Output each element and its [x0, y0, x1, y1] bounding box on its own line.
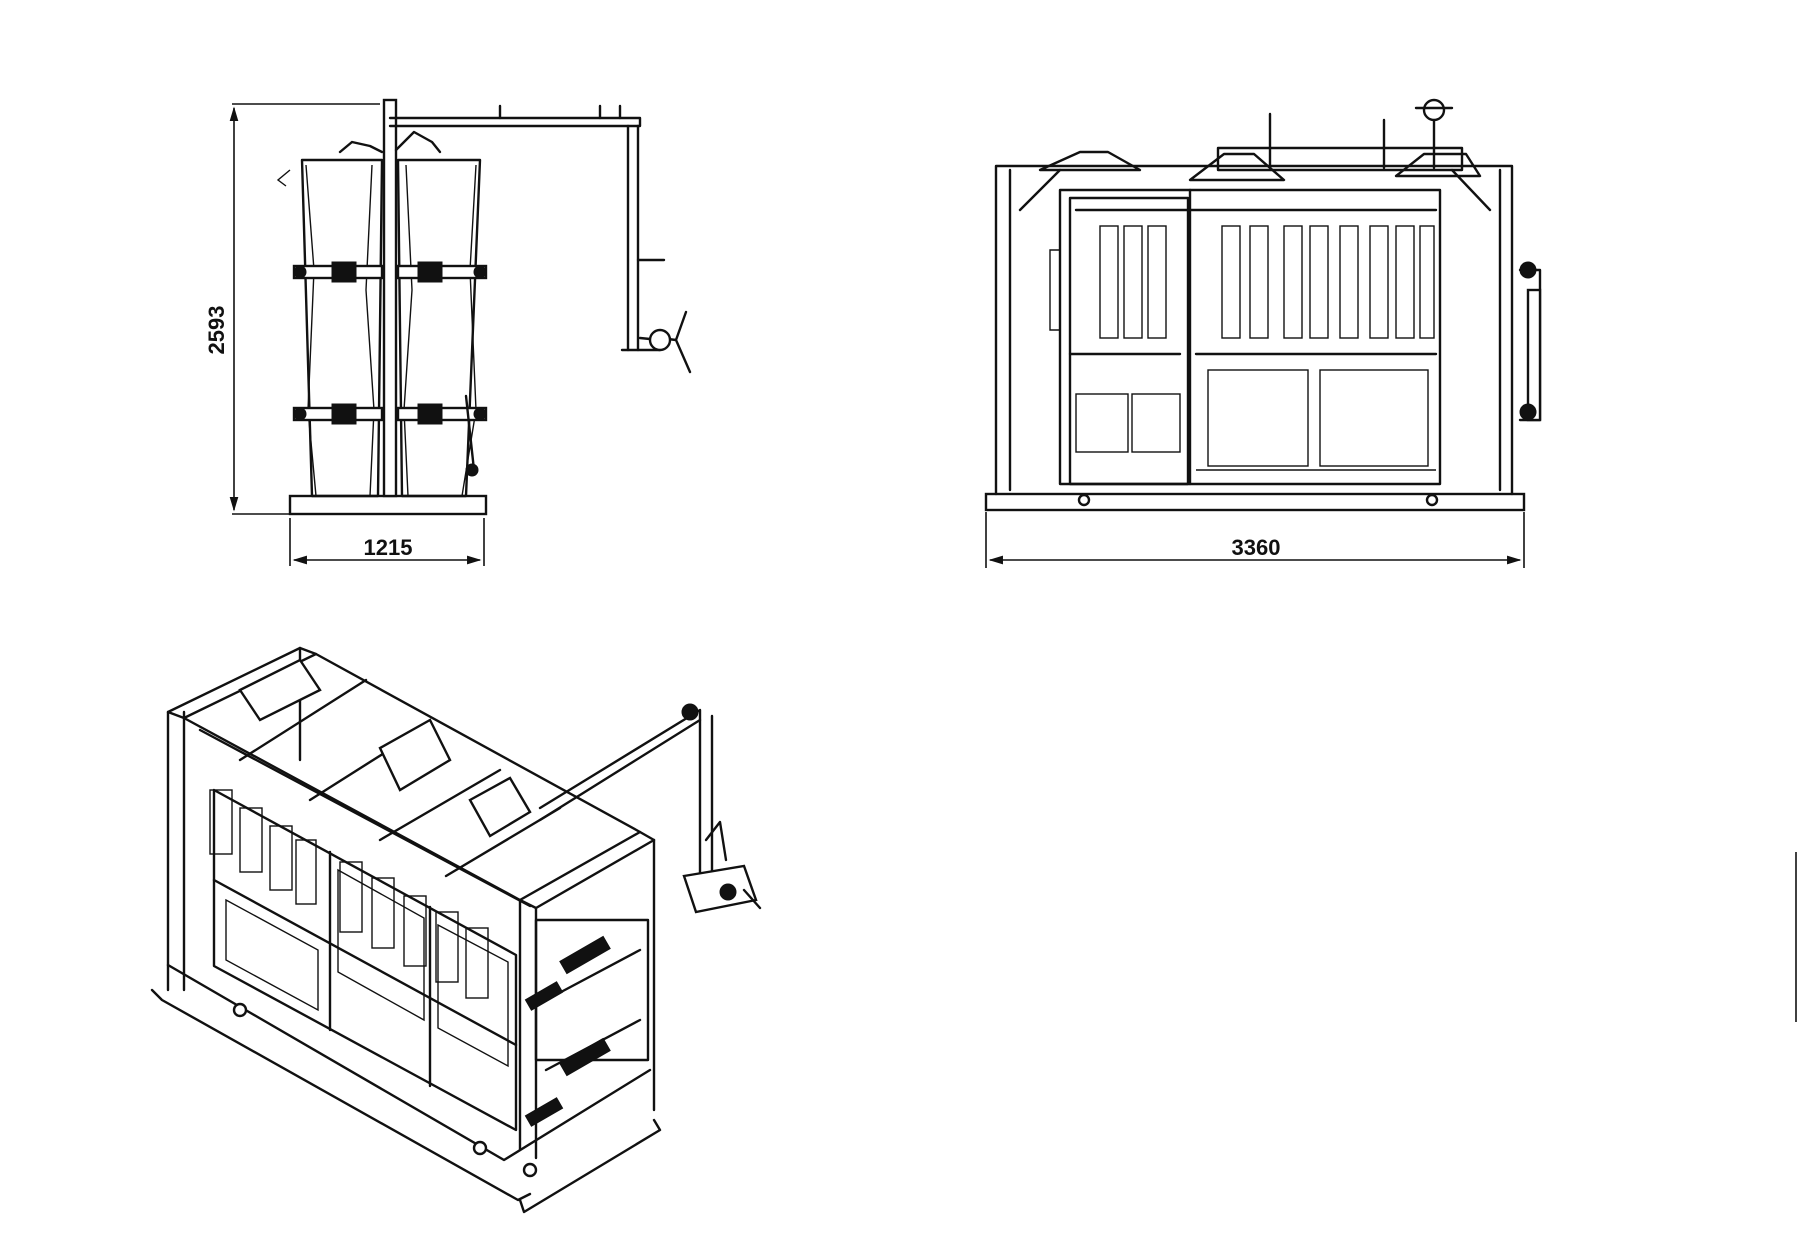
side-view: 2593 1215 [204, 98, 692, 566]
side-width-dimension: 1215 [364, 535, 413, 560]
isometric-view [150, 646, 762, 1214]
front-view: 3360 [984, 98, 1542, 568]
front-width-dimension: 3360 [1232, 535, 1281, 560]
side-height-dimension: 2593 [204, 306, 229, 355]
